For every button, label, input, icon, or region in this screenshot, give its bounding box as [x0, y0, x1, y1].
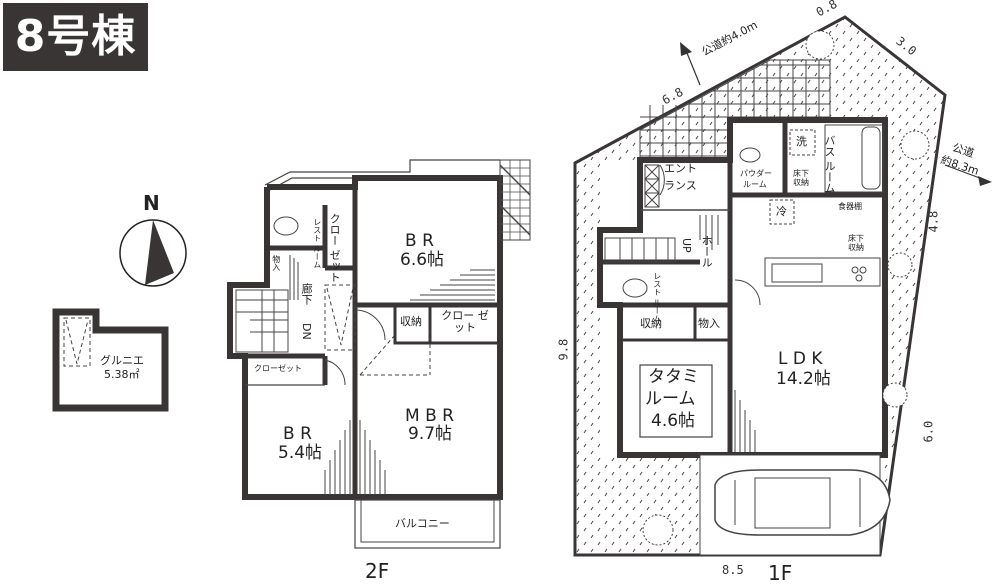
room-entrance-line1: エント: [664, 162, 697, 175]
building-label: 8号棟: [3, 3, 148, 71]
dim-east-upper: 4.8: [926, 210, 941, 233]
room-bathroom-name: バス ルーム: [823, 135, 836, 194]
room-powder-line1: パウダー: [740, 169, 772, 178]
floor-label-2f: 2F: [365, 559, 390, 583]
room-balcony-name: バルコニー: [395, 517, 450, 530]
second-floor-plan: [227, 159, 531, 549]
room-storage-2f-name: 収納: [400, 315, 422, 328]
room-ldk-name: L D K: [778, 349, 823, 369]
stairs-dn-label: DN: [300, 323, 314, 340]
first-floor-plan: [573, 15, 992, 557]
dim-south: 8.5: [722, 563, 744, 577]
room-br-north-size: 6.6帖: [400, 250, 445, 270]
room-closet-v-name: クロー ゼット: [328, 213, 342, 283]
underfloor-storage-2-label: 床下 収納: [848, 234, 864, 252]
room-tatami-line2: ルーム: [645, 389, 696, 409]
room-storage-small-2f-name: 物入: [271, 255, 281, 271]
room-closet-wide-name: クローゼット: [254, 364, 302, 373]
washer-label: 洗: [796, 135, 807, 148]
room-ldk-size: 14.2帖: [776, 369, 831, 389]
underfloor-storage-1-label: 床下 収納: [793, 169, 809, 187]
loft-outline: [52, 308, 169, 412]
dim-east-lower: 6.0: [921, 420, 936, 443]
room-tatami-line1: タタミ: [648, 367, 699, 387]
room-storage-small-1f-name: 物入: [698, 317, 720, 330]
car-icon: [714, 469, 891, 536]
room-tatami-size: 4.6帖: [651, 411, 696, 431]
room-powder-line2: ルーム: [743, 180, 767, 189]
dish-cabinet-label: 食器棚: [838, 202, 862, 211]
room-br-north-name: B R: [405, 231, 434, 251]
loft-area: 5.38㎡: [104, 368, 140, 381]
room-br-south-size: 5.4帖: [278, 443, 323, 463]
compass-icon: [119, 219, 187, 287]
room-mbr-name: M B R: [405, 406, 454, 426]
room-restroom-1f-name: レスト ルーム: [652, 272, 662, 323]
room-entrance-line2: ランス: [664, 179, 697, 192]
stairs-up-label: UP: [680, 238, 694, 253]
room-storage-1f-name: 収納: [640, 317, 662, 330]
fridge-label: 冷: [776, 205, 787, 218]
room-br-south-name: B R: [283, 424, 312, 444]
compass-north-label: N: [143, 191, 160, 215]
room-corridor-name: 廊下: [300, 283, 314, 305]
floor-label-1f: 1F: [768, 561, 793, 585]
room-closet-2-name: クロー ゼット: [441, 309, 489, 335]
dim-west: 9.8: [556, 338, 571, 361]
room-hall-name: ホール: [700, 235, 714, 268]
room-mbr-size: 9.7帖: [408, 424, 453, 444]
loft-name: グルニエ: [100, 354, 144, 367]
room-restroom-2f-name: レスト ルーム: [312, 218, 322, 269]
